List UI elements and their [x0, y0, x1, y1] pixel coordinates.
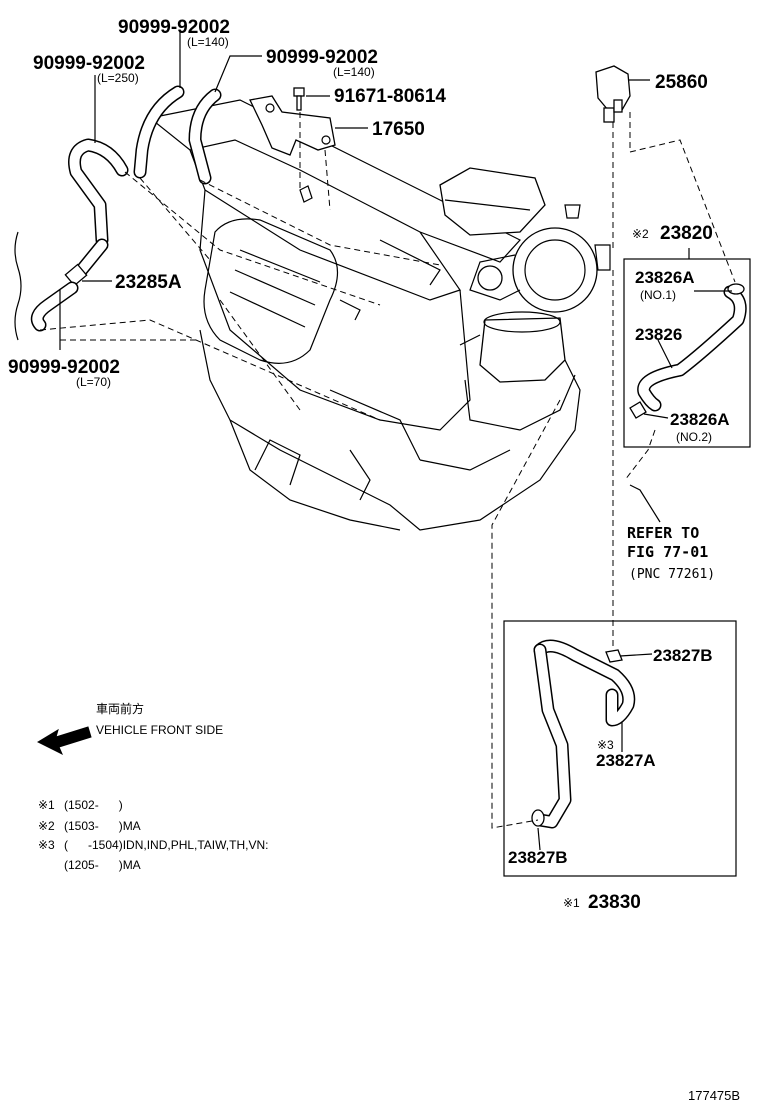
hose-90999-92002-l140-b: [188, 88, 222, 185]
note-1-text: (1502- ): [64, 798, 123, 812]
refer-line-1: REFER TO: [627, 524, 699, 542]
label-hose-c: 90999-92002: [266, 47, 378, 68]
label-hose-c-len: (L=140): [333, 65, 375, 79]
note-4-text: (1205- )MA: [64, 858, 141, 872]
hose-90999-92002-l250: [68, 138, 129, 247]
figure-id: 177475B: [688, 1088, 740, 1103]
label-23826a-no2-sub: (NO.2): [676, 430, 712, 444]
label-23827b-top: 23827B: [653, 646, 713, 665]
direction-jp: 車両前方: [96, 701, 144, 716]
label-valve: 25860: [655, 72, 708, 93]
note-1-mark: ※1: [38, 798, 55, 812]
refer-line-2: FIG 77-01: [627, 543, 708, 561]
valve-25860: [595, 65, 631, 123]
group-box-23820: [623, 258, 751, 448]
label-23826: 23826: [635, 325, 682, 344]
label-hose-a: 90999-92002: [118, 17, 230, 38]
label-23820-mark: ※2: [632, 227, 649, 241]
bracket-17650: [249, 95, 336, 156]
label-bolt: 91671-80614: [334, 86, 446, 107]
label-pipe-23285a: 23285A: [115, 272, 182, 293]
pipe-23285a: [64, 238, 109, 287]
label-hose-a-len: (L=140): [187, 35, 229, 49]
label-23830: 23830: [588, 892, 641, 913]
cut-line: [14, 231, 22, 341]
engine-assembly: [148, 99, 611, 531]
label-hose-b: 90999-92002: [33, 53, 145, 74]
label-23830-mark: ※1: [563, 896, 580, 910]
hose-90999-92002-l70: [30, 281, 79, 332]
bolt-91671-80614: [293, 87, 305, 111]
dashed-connections: [39, 112, 736, 829]
label-23826a-no1-sub: (NO.1): [640, 288, 676, 302]
note-3-text: ( -1504)IDN,IND,PHL,TAIW,TH,VN:: [64, 838, 268, 852]
note-3-mark: ※3: [38, 838, 55, 852]
label-23827a: 23827A: [596, 751, 656, 770]
vehicle-front-arrow: [36, 726, 92, 756]
label-23827b-bottom: 23827B: [508, 848, 568, 867]
hose-90999-92002-l140-a: [133, 85, 185, 179]
direction-en: VEHICLE FRONT SIDE: [96, 723, 223, 737]
label-bracket: 17650: [372, 119, 425, 140]
group-box-23830: [503, 620, 737, 877]
note-2-mark: ※2: [38, 819, 55, 833]
label-23827a-mark: ※3: [597, 738, 614, 752]
label-23826a-no2: 23826A: [670, 410, 730, 429]
refer-line-3: (PNC 77261): [629, 567, 715, 582]
label-hose-d: 90999-92002: [8, 357, 120, 378]
label-23820: 23820: [660, 223, 713, 244]
label-hose-d-len: (L=70): [76, 375, 111, 389]
label-hose-b-len: (L=250): [97, 71, 139, 85]
label-23826a-no1: 23826A: [635, 268, 695, 287]
note-2-text: (1503- )MA: [64, 819, 141, 833]
